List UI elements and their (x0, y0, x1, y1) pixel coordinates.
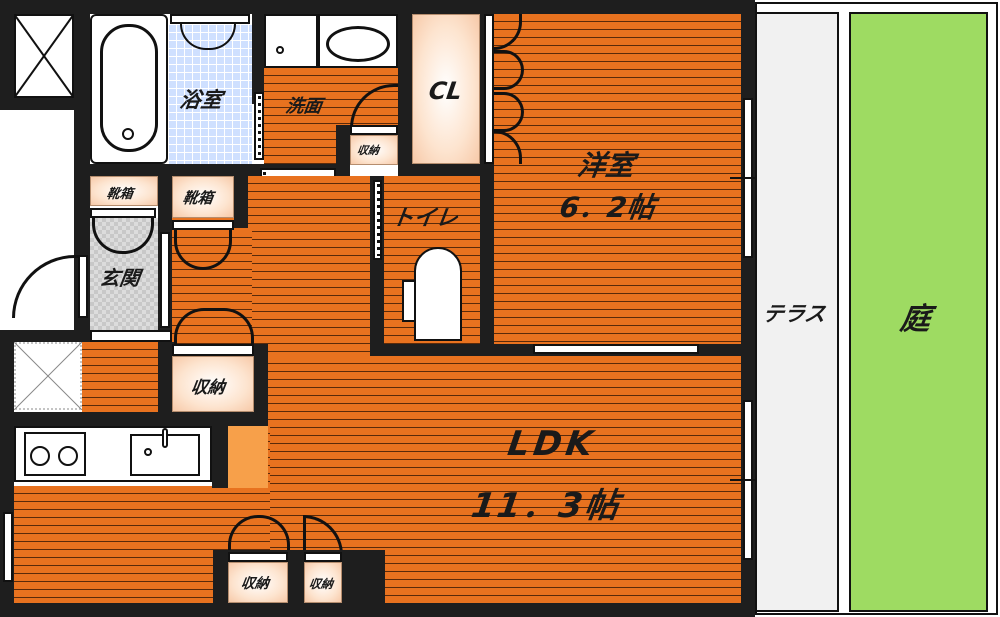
wall-segment (0, 98, 90, 110)
western-room-floor[interactable]: 洋室 6．2帖 (494, 14, 741, 344)
shoe-box-2: 靴箱 (172, 176, 234, 218)
wall-segment (234, 176, 248, 228)
hall-storage-label: 収納 (189, 378, 227, 398)
western-room-size: 6．2帖 (557, 191, 658, 224)
ldk-storage-1-sill (228, 552, 288, 562)
bathroom-shower-bar (170, 14, 250, 24)
washroom-storage: 収納 (350, 135, 398, 165)
terrace-label: テラス (761, 302, 828, 326)
kitchen-accent-panel (228, 426, 268, 488)
entrance-label: 玄関 (98, 266, 142, 290)
outer-wall-top (0, 0, 755, 14)
faucet-icon (162, 428, 168, 448)
ldk-storage-2-label: 収納 (307, 577, 334, 591)
wall-segment (336, 125, 350, 175)
entrance-step (160, 232, 170, 328)
ldk-storage-1-door[interactable] (228, 515, 290, 555)
bathroom-label: 浴室 (178, 88, 224, 112)
washroom-label: 洗面 (284, 96, 324, 117)
wall-segment (158, 342, 174, 422)
shoe-box-2-sill (172, 220, 234, 230)
washroom-storage-label: 収納 (356, 144, 380, 157)
kitchen-sink (130, 428, 200, 476)
shoe-box-2-door[interactable] (174, 230, 232, 270)
bathtub-drain-icon (122, 128, 134, 140)
terrace[interactable]: テラス (755, 12, 839, 612)
burner-icon (30, 446, 50, 466)
western-room-label: 洋室 (575, 149, 637, 182)
garden[interactable]: 庭 (849, 12, 988, 612)
pipe-shaft-top-icon (14, 14, 74, 98)
outer-wall-bottom (0, 603, 755, 617)
shoe-box-1-label: 靴箱 (105, 187, 134, 202)
toilet-tank (402, 280, 416, 322)
hall-storage-door[interactable] (174, 308, 254, 348)
closet-door-arc-2[interactable] (494, 50, 524, 90)
ldk-window-left[interactable] (3, 512, 13, 582)
ldk-window-mark (730, 479, 766, 481)
western-room-window-mark (730, 177, 766, 179)
wash-basin (318, 14, 398, 68)
ldk-storage-1-label: 収納 (239, 576, 270, 592)
shoe-box-1: 靴箱 (90, 176, 158, 206)
basin-bowl (326, 26, 390, 62)
entrance-step-bottom (90, 330, 172, 342)
ldk-storage-2-sill (304, 552, 342, 562)
wall-segment (252, 14, 264, 104)
ldk-size: 11．3帖 (468, 486, 624, 526)
ldk-storage-1: 収納 (228, 562, 288, 603)
burner-icon (58, 446, 78, 466)
bathtub (90, 14, 168, 164)
toilet-sliding-door[interactable] (373, 180, 382, 260)
hallway-floor-main (248, 176, 370, 356)
western-room-sliding-door[interactable] (533, 344, 699, 354)
closet: CL (412, 14, 480, 164)
shoe-box-2-label: 靴箱 (181, 189, 215, 207)
ldk-storage-2: 収納 (304, 562, 342, 603)
washroom-storage-sill (350, 125, 398, 135)
wall-segment (0, 330, 90, 342)
bathtub-basin (100, 24, 158, 152)
wall-segment (254, 344, 268, 424)
front-door-frame (78, 255, 88, 318)
kitchen-counter (14, 426, 212, 482)
ldk-label: LDK (505, 424, 600, 464)
hall-storage-sill (172, 344, 254, 356)
closet-door-arc-3[interactable] (494, 92, 524, 132)
toilet-label: トイレ (389, 206, 460, 231)
stove (24, 432, 86, 476)
drain-icon (144, 448, 152, 456)
shoe-box-1-sill (90, 208, 156, 218)
wall-segment (398, 14, 412, 176)
wall-segment (212, 426, 228, 488)
closet-label: CL (427, 77, 464, 105)
wall-segment (398, 164, 494, 176)
hall-storage: 収納 (172, 356, 254, 412)
wall-segment (14, 412, 268, 426)
drain-icon (276, 46, 284, 54)
toilet-bowl (414, 247, 462, 341)
garden-label: 庭 (898, 302, 933, 337)
kitchen-nook-floor (82, 342, 158, 412)
washing-machine-pan (264, 14, 318, 68)
bathroom-sliding-door[interactable] (254, 92, 264, 160)
closet-door-frame (484, 14, 494, 164)
pipe-shaft-bottom-icon (14, 342, 82, 410)
